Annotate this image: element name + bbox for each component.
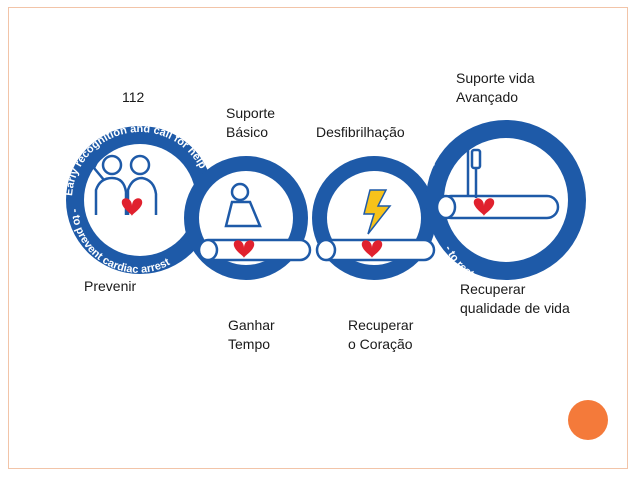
- label-basic-support: Suporte Básico: [226, 104, 275, 142]
- heart-icon: [121, 198, 143, 216]
- label-quality-of-life-line2: qualidade de vida: [460, 300, 570, 316]
- accent-circle: [568, 400, 608, 440]
- label-restart-heart-line1: Recuperar: [348, 317, 414, 333]
- label-restart-heart: Recuperar o Coração: [348, 316, 413, 354]
- label-gain-time: Ganhar Tempo: [228, 316, 275, 354]
- label-advanced-support-line2: Avançado: [456, 89, 519, 105]
- label-quality-of-life: Recuperar qualidade de vida: [460, 280, 570, 318]
- label-basic-support-line2: Básico: [226, 124, 269, 140]
- label-emergency-number: 112: [122, 89, 145, 105]
- caller-figure-icon: [92, 154, 158, 215]
- heart-icon: [473, 198, 495, 216]
- label-gain-time-line2: Tempo: [228, 336, 271, 352]
- cpr-rescuer-icon: [224, 182, 262, 228]
- label-restart-heart-line2: o Coração: [348, 336, 413, 352]
- label-quality-of-life-line1: Recuperar: [460, 281, 526, 297]
- slide-frame: [8, 7, 628, 469]
- iv-drip-icon: [466, 148, 482, 198]
- heart-icon: [361, 240, 383, 258]
- label-advanced-support: Suporte vida Avançado: [456, 69, 535, 107]
- label-prevent: Prevenir: [84, 278, 137, 294]
- lightning-bolt-icon: [363, 189, 392, 235]
- patient-body-cpr: [197, 238, 312, 262]
- chain-link-cpr: [184, 156, 308, 280]
- patient-body-post-care: [435, 194, 560, 220]
- label-defibrillation: Desfibrilhação: [316, 124, 405, 140]
- label-basic-support-line1: Suporte: [226, 105, 276, 121]
- label-gain-time-line1: Ganhar: [228, 317, 275, 333]
- heart-icon: [233, 240, 255, 258]
- label-advanced-support-line1: Suporte vida: [456, 70, 535, 86]
